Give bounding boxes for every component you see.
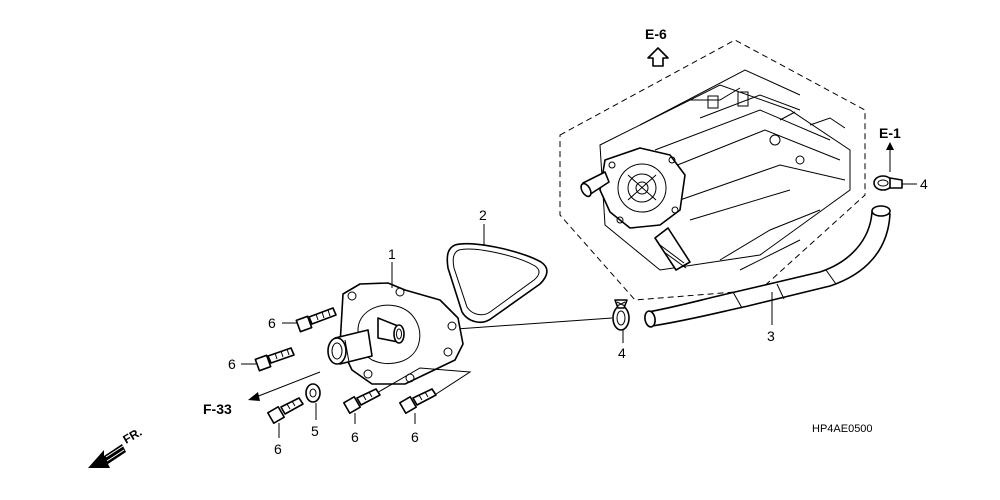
callout-hose-clamp-upper: 4 [920, 176, 928, 192]
bolt-upper [295, 307, 337, 333]
callout-bolt-middle: 6 [228, 356, 236, 372]
hose-clamp-lower [612, 299, 630, 331]
f33-arrow-line [255, 371, 321, 398]
callout-water-pump-cover: 1 [388, 246, 396, 262]
callout-bolt-upper: 6 [268, 315, 276, 331]
engine-block [559, 39, 866, 301]
bolt-lower-center [343, 388, 381, 414]
front-indicator: FR. [88, 425, 144, 468]
callout-bolt-lower-left: 6 [274, 441, 282, 457]
callout-bolt-lower-right: 6 [411, 429, 419, 445]
diagram-code: HP4AE0500 [812, 423, 873, 435]
washer [305, 383, 321, 403]
callout-o-ring: 2 [479, 207, 487, 223]
bolt-middle [254, 347, 295, 372]
hose-clamp-upper [873, 175, 903, 191]
front-label: FR. [121, 425, 145, 447]
ref-hose-destination[interactable]: E-1 [879, 125, 901, 141]
o-ring [446, 242, 548, 324]
ref-engine-assembly[interactable]: E-6 [645, 26, 667, 42]
bolt-lower-right [399, 388, 437, 414]
callout-water-hose: 3 [767, 328, 775, 344]
callout-hose-clamp-lower: 4 [618, 345, 626, 361]
ref-bolt-destination[interactable]: F-33 [203, 401, 232, 417]
up-arrow-icon [647, 47, 669, 67]
engine-pump-housing [599, 147, 686, 229]
water-pump-cover [327, 282, 464, 385]
callout-washer: 5 [311, 423, 319, 439]
callout-bolt-lower-center: 6 [351, 429, 359, 445]
engine-boundary [559, 39, 866, 301]
water-hose [644, 205, 891, 328]
bolt-bracket [367, 367, 472, 399]
bolt-lower-left [267, 397, 304, 424]
